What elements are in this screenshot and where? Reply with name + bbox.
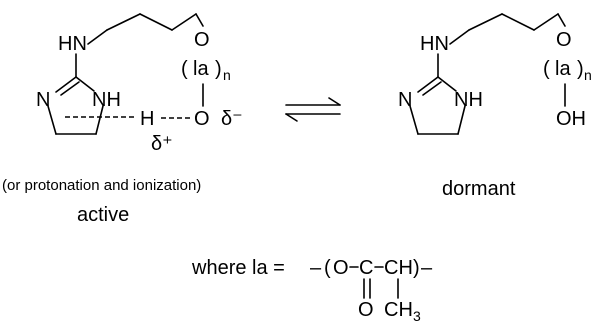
bond-c3-c4 xyxy=(171,13,197,31)
forward-arrow-head xyxy=(328,97,341,106)
definition-dash-left: – xyxy=(310,257,322,279)
atom-nh-ring: NH xyxy=(454,89,483,111)
atom-n-ring: N xyxy=(398,89,412,111)
bond-c2-nh xyxy=(437,76,457,92)
definition-methyl: CH xyxy=(384,299,413,321)
bond-c2-n-double-a xyxy=(55,76,77,93)
dormant-structure: HN O ( la ) n N NH OH xyxy=(398,13,592,135)
paren-close: ) xyxy=(215,58,222,80)
bond-c2-n-double-a xyxy=(417,76,439,93)
atom-o-top: O xyxy=(194,29,210,51)
bond-c2-nh xyxy=(75,76,95,92)
bond-c4-o xyxy=(195,13,204,27)
definition-methyl-subscript: 3 xyxy=(413,308,421,322)
bond-c2-n-double-b xyxy=(422,81,442,96)
definition-paren-open: ( xyxy=(324,257,331,279)
definition-paren-close: ) xyxy=(413,257,420,279)
partial-charge-minus: δ⁻ xyxy=(221,108,243,130)
dormant-label: dormant xyxy=(442,178,516,200)
repeat-count-n: n xyxy=(223,67,231,83)
bond-c2-c3 xyxy=(139,13,173,31)
repeat-count-n: n xyxy=(584,67,592,83)
paren-close: ) xyxy=(577,58,584,80)
definition-atom-c: C xyxy=(359,257,373,279)
atom-n-ring: N xyxy=(36,89,50,111)
definition-carbonyl-o: O xyxy=(358,299,374,321)
atom-oh: OH xyxy=(556,108,586,130)
active-structure: HN O ( la ) n N NH H O δ⁻ δ⁺ xyxy=(36,13,243,155)
bond-c4-nh xyxy=(95,105,104,135)
repeat-unit-la: la xyxy=(555,58,571,80)
bond-c2-n-double-b xyxy=(60,81,80,96)
bond-n-c5 xyxy=(409,105,419,135)
bond-c4-nh xyxy=(457,105,466,135)
active-label: active xyxy=(77,204,129,226)
atom-h-bridge: H xyxy=(140,108,154,130)
active-caption: (or protonation and ionization) xyxy=(2,177,201,194)
bond-c1-c2 xyxy=(106,13,141,31)
bond-c1-c2 xyxy=(468,13,503,31)
bond-hn-c1 xyxy=(87,29,108,45)
definition-prefix: where la = xyxy=(191,257,285,279)
bond-c4-o xyxy=(557,13,566,27)
atom-hn: HN xyxy=(58,33,87,55)
repeat-unit-la: la xyxy=(193,58,209,80)
equilibrium-arrows xyxy=(285,97,341,122)
paren-open: ( xyxy=(543,58,550,80)
bond-c2-c3 xyxy=(501,13,535,31)
atom-o-top: O xyxy=(556,29,572,51)
definition-atom-ch: CH xyxy=(384,257,413,279)
bond-hn-c1 xyxy=(449,29,470,45)
definition-dash-right: – xyxy=(421,257,433,279)
atom-o-anion: O xyxy=(194,108,210,130)
reverse-arrow-head xyxy=(285,113,298,122)
bond-n-c5 xyxy=(47,105,57,135)
bond-c3-c4 xyxy=(533,13,559,31)
paren-open: ( xyxy=(181,58,188,80)
atom-hn: HN xyxy=(420,33,449,55)
repeat-unit-definition: where la = – ( O C CH ) – O CH 3 xyxy=(191,257,433,322)
atom-nh-ring: NH xyxy=(92,89,121,111)
definition-atom-o: O xyxy=(333,257,349,279)
partial-charge-plus: δ⁺ xyxy=(151,133,173,155)
